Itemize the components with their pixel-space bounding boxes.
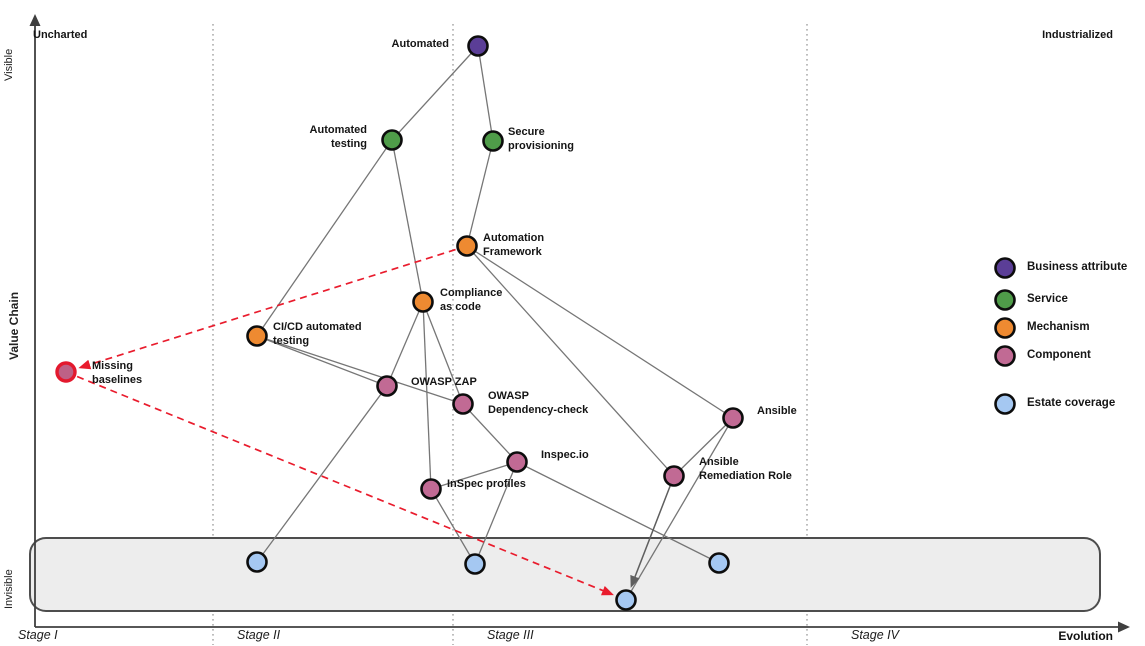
node-missing-baselines [55,361,77,383]
estate-coverage-box [29,537,1101,612]
edge-ansible-remediation-role-automation-framework [466,245,675,477]
edge-owasp-dependency-check-cicd-automated-testing [256,335,464,405]
node-automated-testing [381,129,403,151]
legend-label-component: Component [1027,349,1091,361]
legend-swatch-business-attribute [994,257,1016,279]
edge-estate-mid-inspec-profiles [430,488,476,565]
edge-estate-bottom-ansible [625,417,734,601]
node-inspec-io [506,451,528,473]
edge-ansible-automation-framework [466,245,734,419]
node-ansible [722,407,744,429]
node-compliance-as-code [412,291,434,313]
node-owasp-dependency-check [452,393,474,415]
evolution-label: Evolution [1058,629,1113,643]
edge-owasp-zap-cicd-automated-testing [256,335,388,387]
edge-estate-left-owasp-zap [256,385,388,563]
edge-estate-right-inspec-io [516,461,720,564]
legend-swatch-service [994,289,1016,311]
edge-automation-framework-secure-provisioning [466,140,494,247]
legend-swatch-estate-coverage [994,393,1016,415]
y-axis-arrow-icon [29,14,41,26]
label-automated: Automated [391,38,449,50]
edge-automated-testing-automated [391,45,479,141]
node-automated [467,35,489,57]
edge-inspec-io-owasp-dependency-check [462,403,518,463]
invisible-label: Invisible [3,569,15,609]
node-inspec-profiles [420,478,442,500]
legend-label-service: Service [1027,293,1068,305]
edge-owasp-dependency-check-compliance-as-code [422,301,464,405]
stage-label-2: Stage II [237,628,281,642]
node-cicd-automated-testing [246,325,268,347]
x-axis-arrow-icon [1118,621,1130,633]
label-owasp-zap: OWASP ZAP [411,376,477,388]
label-ansible: Ansible [757,405,797,417]
legend-swatch-mechanism [994,317,1016,339]
node-ansible-remediation-role [663,465,685,487]
value-chain-label: Value Chain [7,291,21,360]
label-inspec-profiles: InSpec profiles [447,478,526,490]
stage-label-4: Stage IV [851,628,899,642]
stage-label-3: Stage III [487,628,534,642]
edge-secure-provisioning-automated [477,45,494,142]
edge-cicd-automated-testing-automated-testing [256,139,393,337]
stage-label-1: Stage I [18,628,58,642]
flow-arrow-automation-framework-missing-baselines [78,245,468,370]
label-inspec-io: Inspec.io [541,449,589,461]
flow-arrow-missing-baselines-estate-bottom [65,371,614,596]
legend-swatch-component [994,345,1016,367]
industrialized-label: Industrialized [1042,29,1113,41]
node-automation-framework [456,235,478,257]
visible-label: Visible [3,48,15,81]
legend-label-estate-coverage: Estate coverage [1027,397,1116,409]
edge-compliance-as-code-automated-testing [391,139,424,303]
edge-estate-mid-inspec-io [474,461,518,565]
node-owasp-zap [376,375,398,397]
legend-label-mechanism: Mechanism [1027,321,1090,333]
node-estate-left [246,551,268,573]
node-estate-right [708,552,730,574]
edge-inspec-profiles-inspec-io [430,461,518,490]
node-estate-bottom [615,589,637,611]
arrow-edge-ansible-remediation-role-estate-bottom [630,475,675,588]
node-estate-mid [464,553,486,575]
uncharted-label: Uncharted [33,29,88,41]
legend-label-business-attribute: Business attribute [1027,261,1128,273]
edge-ansible-remediation-role-ansible [673,417,734,477]
edge-owasp-zap-compliance-as-code [386,301,424,387]
edge-inspec-profiles-compliance-as-code [422,301,432,490]
node-secure-provisioning [482,130,504,152]
